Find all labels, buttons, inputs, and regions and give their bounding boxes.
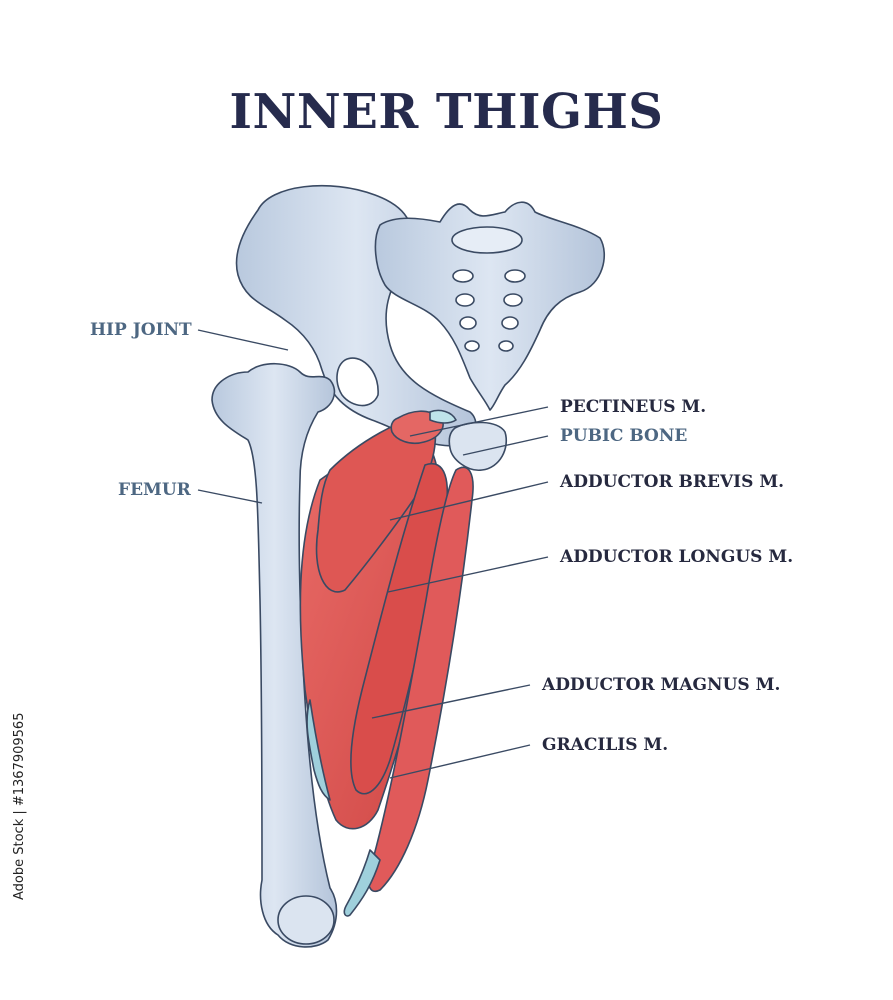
label-gracilis: GRACILIS M.: [542, 735, 669, 755]
obturator-foramen: [336, 357, 379, 407]
label-hip-joint: HIP JOINT: [90, 320, 192, 340]
leader-line-hip-joint: [197, 329, 289, 351]
sacral-foramen: [503, 293, 523, 307]
leader-line-adductor-brevis: [389, 481, 549, 521]
sacral-foramen: [452, 269, 474, 283]
label-pectineus: PECTINEUS M.: [560, 397, 707, 417]
diagram-title: INNER THIGHS: [229, 84, 664, 140]
sacral-foramen: [464, 340, 480, 352]
sacral-foramen: [501, 316, 519, 330]
sacral-promontory: [451, 226, 523, 254]
leader-line-gracilis: [389, 744, 531, 779]
stock-watermark-id: Adobe Stock | #1367909565: [12, 712, 27, 900]
leader-line-pubic-bone: [462, 435, 549, 456]
label-femur: FEMUR: [118, 480, 191, 500]
leader-line-adductor-longus: [387, 556, 549, 593]
sacral-foramen: [455, 293, 475, 307]
leader-line-adductor-magnus: [371, 684, 531, 719]
gracilis-tendon: [343, 849, 381, 917]
sacral-foramen: [504, 269, 526, 283]
femur-condyle: [277, 895, 335, 945]
label-adductor-magnus: ADDUCTOR MAGNUS M.: [542, 675, 781, 695]
pectineus-tendon: [429, 409, 457, 424]
sacrum: [374, 201, 605, 411]
label-adductor-longus: ADDUCTOR LONGUS M.: [560, 547, 794, 567]
sacral-foramen: [459, 316, 477, 330]
gracilis-muscle: [367, 466, 474, 892]
leader-line-femur: [197, 489, 263, 504]
magnus-tendon: [306, 699, 331, 801]
label-pubic-bone: PUBIC BONE: [560, 426, 688, 446]
leader-line-pectineus: [409, 406, 549, 437]
sacral-foramen: [498, 340, 514, 352]
pubic-bone-shape: [448, 421, 507, 471]
label-adductor-brevis: ADDUCTOR BREVIS M.: [560, 472, 785, 492]
femur-bone: [211, 362, 338, 948]
